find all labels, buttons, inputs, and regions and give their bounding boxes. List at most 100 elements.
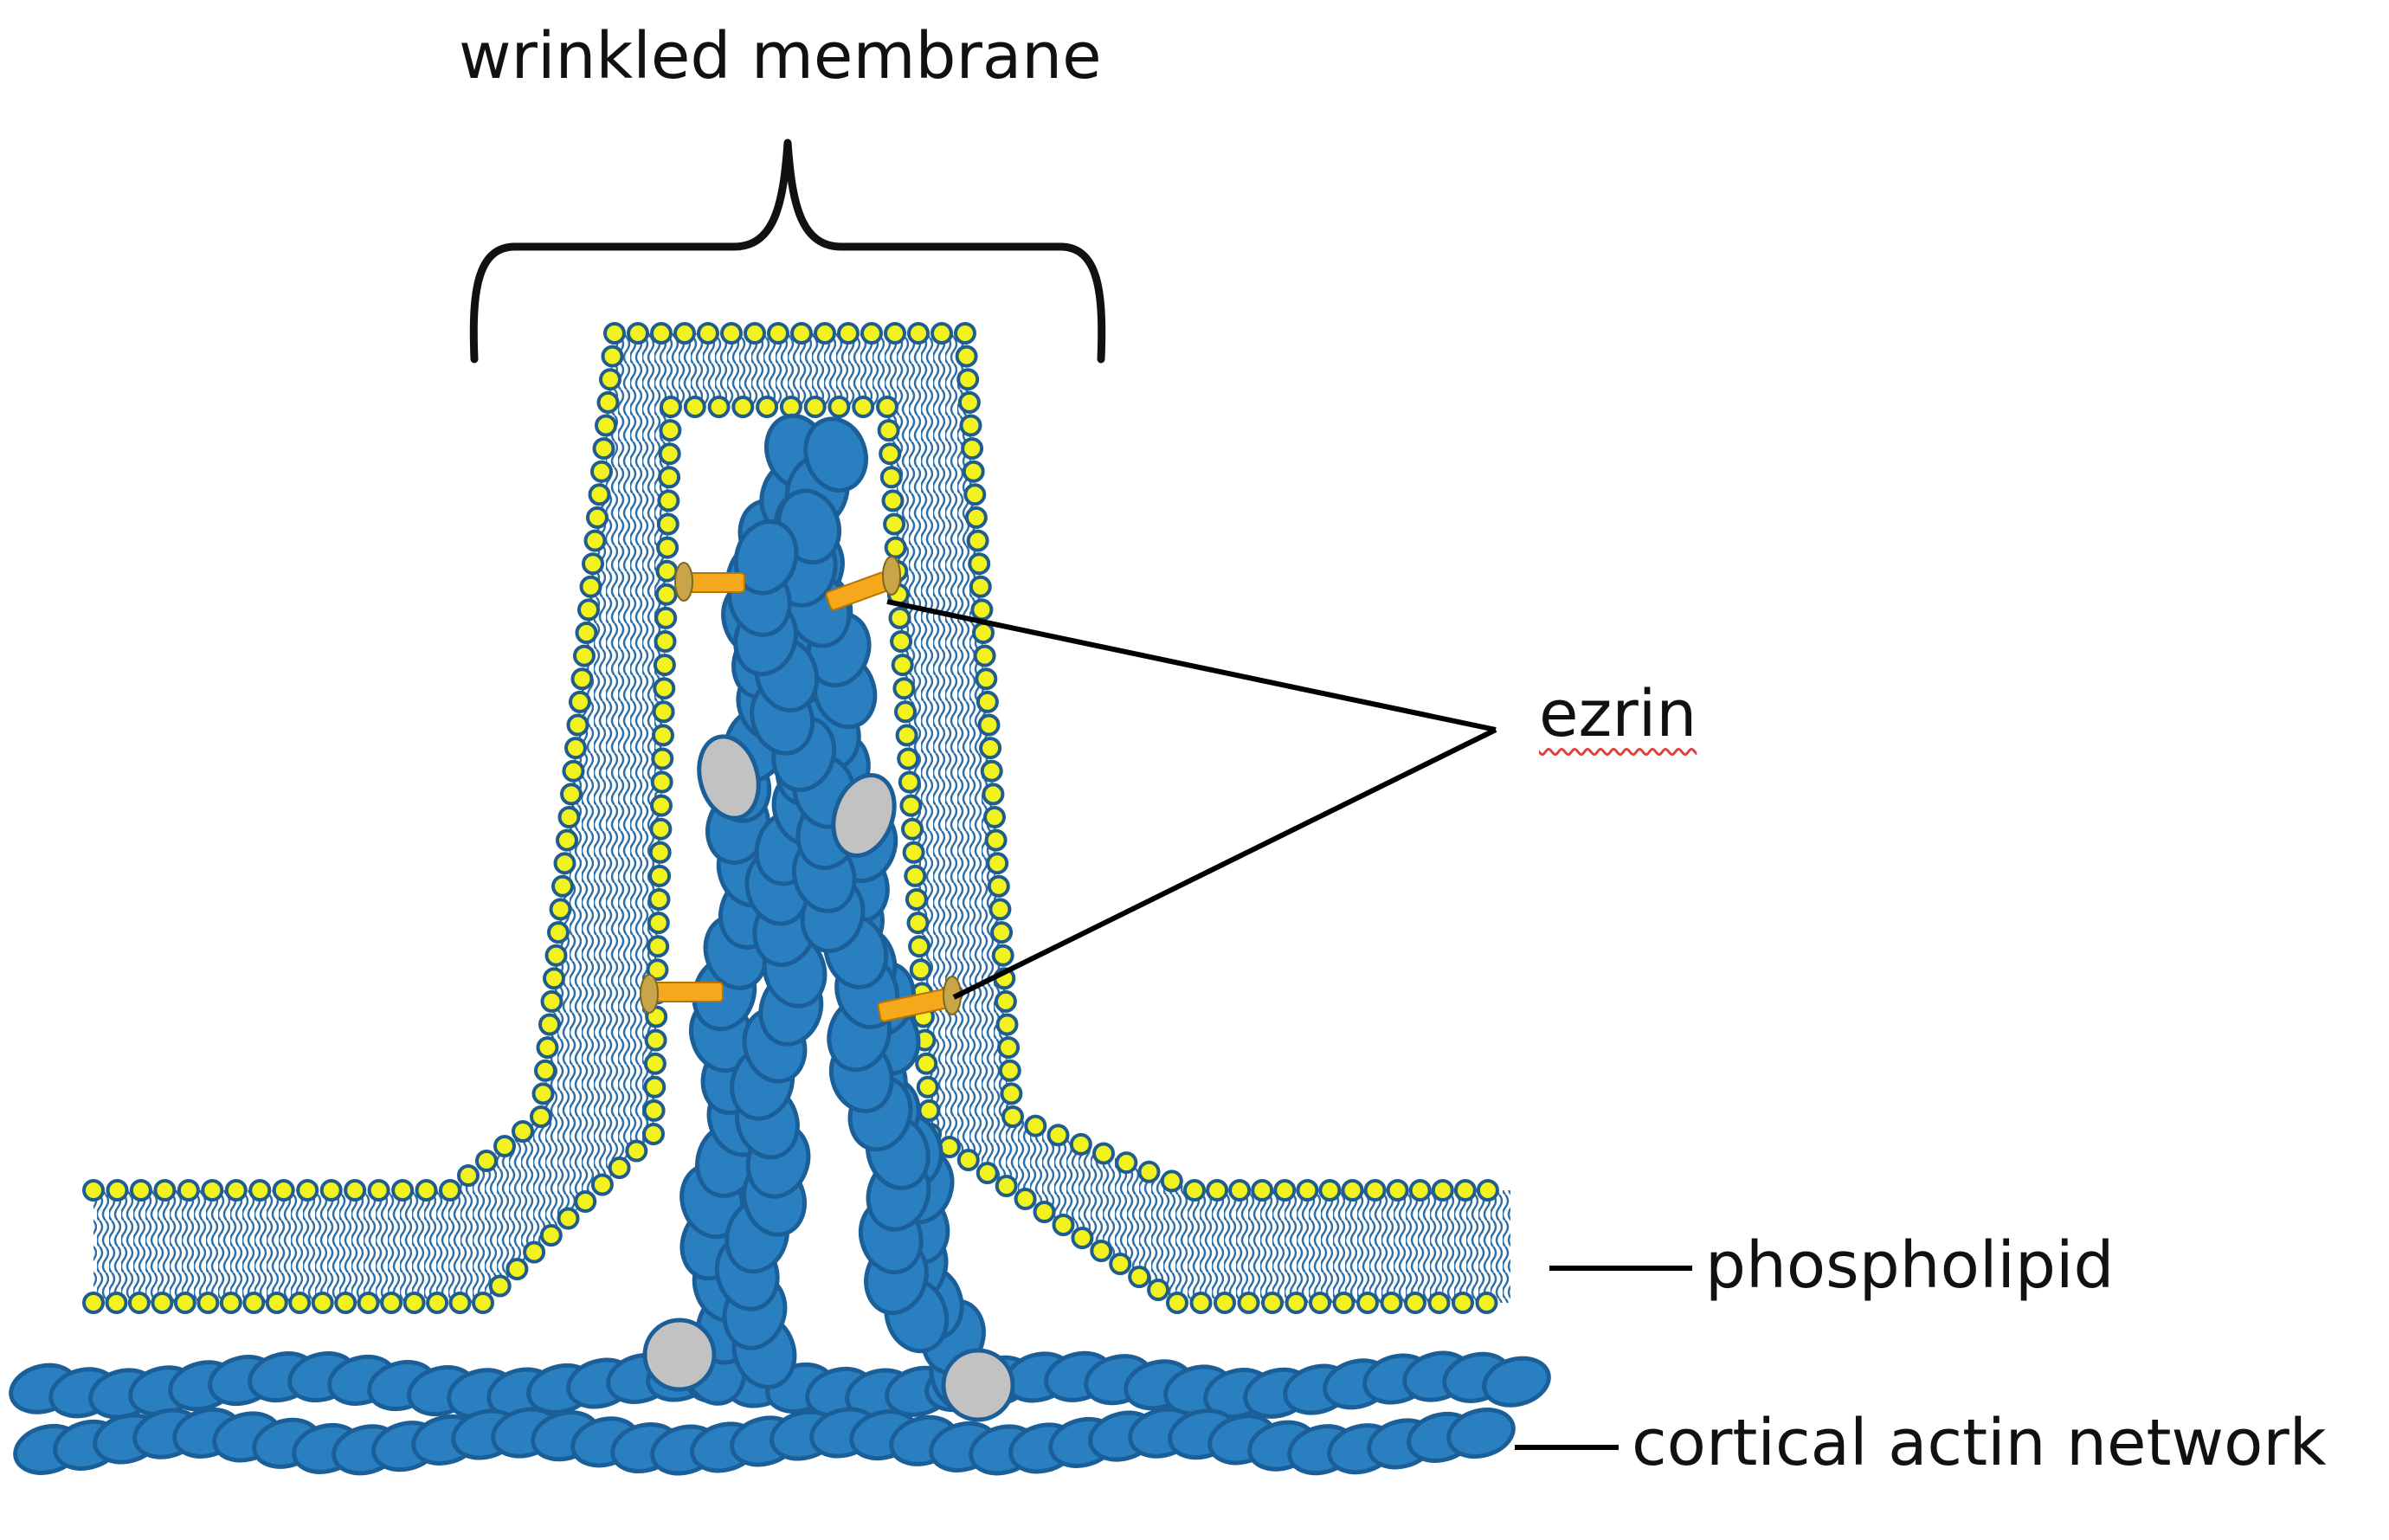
lipid-head [448,1292,472,1314]
lipid-head [596,390,620,414]
lipid-head [1228,1179,1252,1202]
lipid-head [577,598,600,622]
lipid-head [1476,1179,1499,1202]
lipid-head [1214,1292,1236,1314]
lipid-head [909,958,932,982]
lipid-head [224,1179,248,1202]
lipid-head [583,529,607,552]
ezrin-anchor [674,562,693,602]
lipid-head [651,747,674,770]
lipid-head [595,414,617,437]
lipid-head [272,1179,295,1202]
lipid-head [1296,1179,1319,1202]
lipid-head [647,912,670,935]
lipid-head [658,466,681,489]
lipid-head [1183,1179,1206,1202]
lipid-head [930,322,953,345]
lipid-head [905,888,928,911]
lipid-head [523,1240,546,1264]
lipid-head [890,630,913,653]
lipid-head [582,552,604,576]
actin-monomer [803,416,868,493]
lipid-head [625,1139,648,1163]
lipid-head [644,1028,667,1052]
crosslinker-beads [642,734,1015,1422]
lipid-head [1404,1292,1426,1314]
lipid-head [570,667,594,691]
lipid-head [966,529,989,552]
lipid-head [1453,1179,1477,1202]
lipid-head [908,935,931,958]
lipid-head [1024,1114,1047,1137]
lipid-head [647,935,670,958]
lipid-head [536,1036,559,1060]
lipid-head [391,1179,415,1202]
lipid-head [852,396,875,418]
lipid-head [534,1059,557,1082]
actin-monomer [1446,1408,1516,1459]
lipid-head [881,489,905,512]
lipid-head [898,770,921,794]
lipid-head [994,989,1017,1013]
lipid-head [767,322,789,345]
lipid-head [907,322,930,345]
lipid-head [311,1292,334,1314]
lipid-head [653,654,676,677]
lipid-head [643,1052,666,1075]
lipid-head [697,322,719,345]
leader-lines [886,599,1692,1450]
lipid-head [1475,1292,1498,1314]
lipid-head [242,1292,266,1314]
lipid-head [1356,1292,1379,1314]
lipid-head [1318,1179,1342,1202]
lipid-head [588,483,611,506]
lipid-head [106,1179,129,1202]
lipid-head [654,630,677,653]
lipid-head [954,322,976,345]
lipid-head [894,700,917,724]
phospholipid-label: phospholipid [1705,1228,2115,1303]
lipid-head [1128,1266,1151,1288]
lipid-head [457,1164,480,1187]
lipid-head [990,921,1014,944]
lipid-head [1237,1292,1260,1314]
lipid-head [814,322,836,345]
lipid-head [643,1075,666,1099]
bilayer-band [93,333,1510,1303]
lipid-head [976,1162,999,1184]
ezrin-leader-upper [886,599,1497,732]
lipid-head [884,536,907,559]
lipid-head [1014,1188,1037,1210]
lipid-head [879,442,902,466]
lipid-head [531,1082,555,1105]
lipid-head [201,1179,224,1202]
lipid-head [129,1179,152,1202]
lipid-head [906,912,930,935]
lipid-head [530,1105,552,1128]
lipid-head [1386,1179,1409,1202]
lipid-head [915,1052,938,1075]
lipid-head [969,575,992,598]
lipid-head [248,1179,272,1202]
lipid-head [1309,1292,1331,1314]
lipid-head [876,396,898,418]
lipid-head [998,1059,1021,1082]
lipid-head [380,1292,403,1314]
lipid-head [367,1179,390,1202]
lipid-head [779,396,802,418]
lipid-head [402,1292,426,1314]
ezrin-anchor [640,974,659,1014]
ezrin-anchor [882,556,901,596]
lipid-head [586,506,609,529]
lipid-head [652,700,675,724]
lipid-head [995,1013,1019,1036]
lipid-head [475,1150,498,1172]
lipid-head [1332,1292,1355,1314]
lipid-head [105,1292,128,1314]
lipid-head [964,506,988,529]
lipid-head [892,677,916,700]
lipid-head [997,1036,1021,1060]
lipid-head [557,806,581,828]
lipid-head [219,1292,242,1314]
lipid-head [655,559,679,583]
